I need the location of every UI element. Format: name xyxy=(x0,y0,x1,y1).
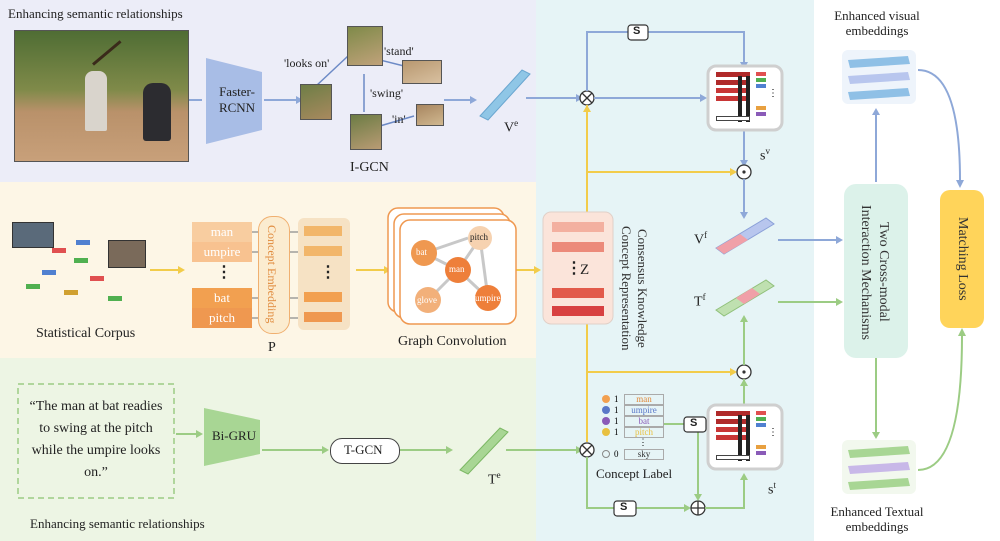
graph-label-man: man xyxy=(449,264,465,274)
bottom-section-title: Enhancing semantic relationships xyxy=(30,516,205,531)
s-symbol-bottom: S xyxy=(620,501,628,513)
statistical-corpus-label: Statistical Corpus xyxy=(36,326,136,341)
bigru-block xyxy=(204,408,260,466)
vf-label: Vf xyxy=(694,230,708,248)
graph-label-bat: bat xyxy=(416,247,427,257)
concept-ellipsis: ⋮ xyxy=(216,264,232,281)
s-symbol-top: S xyxy=(633,25,641,37)
interaction-block xyxy=(844,184,908,358)
crop-stand xyxy=(402,60,442,84)
z-ellipsis: ⋮ xyxy=(566,260,582,277)
enhanced-textual-bars xyxy=(848,446,910,490)
graph-node-bat xyxy=(411,240,437,266)
concept-label-title: Concept Label xyxy=(596,466,673,481)
graph-label-umpire: umpire xyxy=(475,293,501,303)
consensus-label: Consensus Knowledge Concept Representati… xyxy=(619,225,650,351)
interaction-label: Two Cross-modal Interaction Mechanisms xyxy=(858,204,891,340)
concept-bat: bat xyxy=(192,288,252,308)
s-box-concept xyxy=(683,416,707,433)
baseball-image xyxy=(14,30,189,162)
concept-label-row: ⋮ xyxy=(638,437,648,447)
graph-convolution-label: Graph Convolution xyxy=(398,334,507,349)
graph-node-pitch xyxy=(468,226,492,250)
graph-node-umpire xyxy=(475,285,501,311)
relation-in: 'in' xyxy=(392,112,406,126)
te-embedding xyxy=(459,427,509,475)
sv-label: sv xyxy=(760,146,770,164)
ve-label: Ve xyxy=(504,118,519,136)
concept-pitch: pitch xyxy=(192,308,252,328)
crop-batter-2 xyxy=(347,26,383,66)
sentence-text: “The man at bat readies to swing at the … xyxy=(29,399,163,480)
faster-rcnn-label: Faster- RCNN xyxy=(218,84,256,115)
ve-embedding xyxy=(479,69,531,121)
enhanced-visual-label: Enhanced visual embeddings xyxy=(834,8,920,38)
te-label: Te xyxy=(488,470,501,488)
graph-label-pitch: pitch xyxy=(470,232,488,242)
s-symbol-concept: S xyxy=(690,417,698,429)
p-label: P xyxy=(268,340,276,355)
graph-node-man xyxy=(445,257,471,283)
matrix-visual-bars: ⋮ xyxy=(716,72,778,126)
enhanced-textual-label: Enhanced Textual embeddings xyxy=(830,504,924,534)
s-box-top xyxy=(627,24,649,41)
graph-label-glove: glove xyxy=(417,295,437,305)
relation-looks-on: 'looks on' xyxy=(284,56,330,70)
igcn-label: I-GCN xyxy=(350,160,389,175)
concept-man: man xyxy=(192,222,252,242)
statistical-corpus-graphic xyxy=(12,218,146,314)
matching-loss-label: Matching Loss xyxy=(955,217,970,301)
st-label: st xyxy=(768,480,776,498)
z-label: Z xyxy=(580,262,590,278)
sentence-box xyxy=(17,383,175,499)
tgcn-label: T-GCN xyxy=(344,442,383,457)
relation-stand: 'stand' xyxy=(384,44,414,58)
relation-swing: 'swing' xyxy=(370,86,403,100)
concept-embedding-label: Concept Embedding xyxy=(265,224,279,324)
p-row xyxy=(304,226,342,236)
matching-loss-block xyxy=(940,190,984,328)
s-box-bottom xyxy=(613,500,637,517)
crop-swing xyxy=(350,114,382,150)
bigru-label: Bi-GRU xyxy=(212,428,257,443)
top-section-title: Enhancing semantic relationships xyxy=(8,6,183,21)
graph-node-glove xyxy=(415,287,441,313)
p-ellipsis: ⋮ xyxy=(320,264,336,281)
crop-in xyxy=(416,104,444,126)
enhanced-visual-bars xyxy=(848,56,910,100)
matrix-textual-bars: ⋮ xyxy=(716,411,778,465)
concept-umpire: umpire xyxy=(192,242,252,262)
concept-embedding-block xyxy=(258,216,290,334)
faster-rcnn-block xyxy=(206,58,262,144)
tf-label: Tf xyxy=(694,292,706,310)
umpire-figure xyxy=(143,83,171,141)
crop-batter-1 xyxy=(300,84,332,120)
batter-figure xyxy=(85,71,107,131)
tgcn-block xyxy=(330,438,400,464)
